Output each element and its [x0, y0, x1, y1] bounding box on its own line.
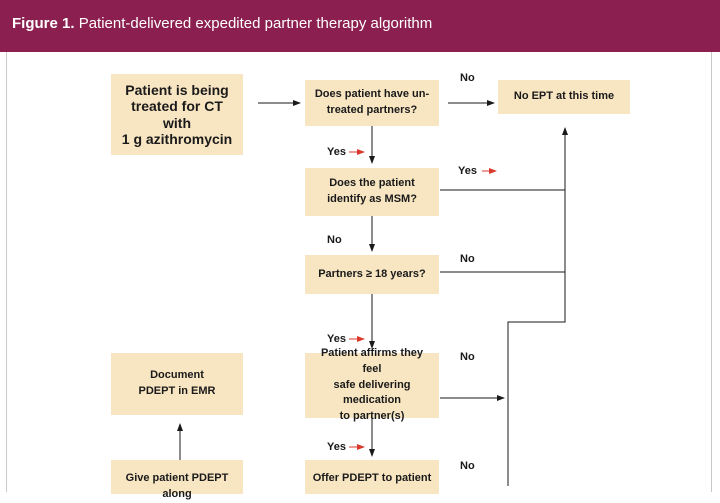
label-no-msm: No: [327, 234, 342, 246]
figure-title: Figure 1. Patient-delivered expedited pa…: [12, 15, 432, 32]
node-safe-delivering: Patient affirms they feel safe deliverin…: [305, 347, 439, 422]
label-yes-untreated: Yes: [327, 146, 346, 158]
node-give-pdept: Give patient PDEPT along: [111, 460, 243, 500]
label-no-offer: No: [460, 460, 475, 472]
label-no-untreated: No: [460, 72, 475, 84]
node-document-pdept: Document PDEPT in EMR: [111, 353, 243, 415]
figure-title-text: Patient-delivered expedited partner ther…: [78, 15, 433, 32]
line-lower-trunk: [507, 272, 566, 486]
node-start: Patient is being treated for CT with 1 g…: [111, 74, 243, 155]
figure-banner: Figure 1. Patient-delivered expedited pa…: [0, 0, 720, 52]
connector-lines: [177, 100, 619, 486]
label-yes-safe: Yes: [327, 441, 346, 453]
node-untreated-partners: Does patient have un- treated partners?: [305, 80, 439, 126]
label-yes-msm: Yes: [458, 165, 477, 177]
label-no-safe: No: [460, 351, 475, 363]
figure-label: Figure 1.: [12, 15, 75, 32]
node-partners-age: Partners ≥ 18 years?: [305, 255, 439, 294]
figure-frame: [6, 52, 712, 492]
label-no-age: No: [460, 253, 475, 265]
node-offer-pdept: Offer PDEPT to patient: [305, 460, 439, 494]
node-no-ept: No EPT at this time: [498, 80, 630, 114]
node-identify-msm: Does the patient identify as MSM?: [305, 168, 439, 216]
label-yes-age: Yes: [327, 333, 346, 345]
